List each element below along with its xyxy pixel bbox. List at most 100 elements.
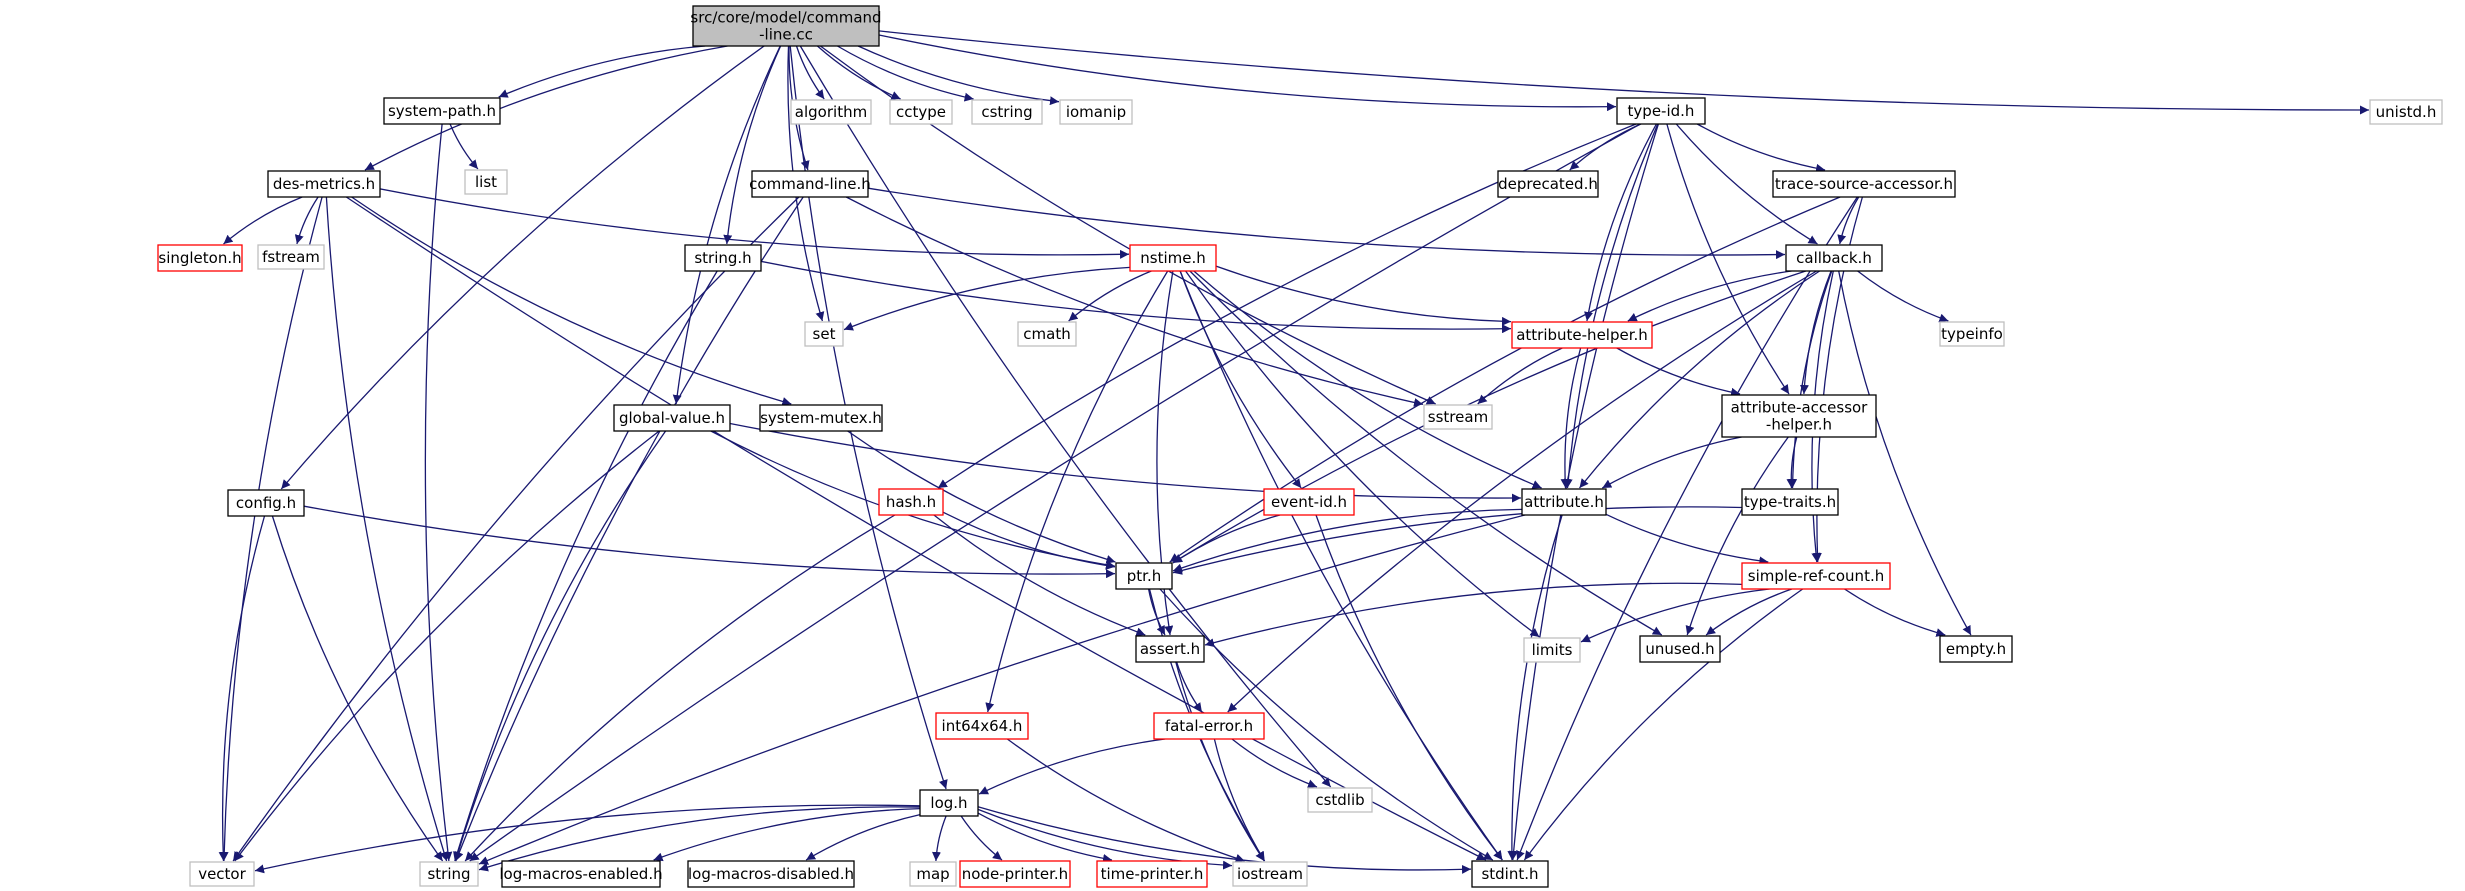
edge-callback-to-empty: [1838, 270, 1972, 636]
node-stdint[interactable]: stdint.h: [1471, 860, 1549, 888]
node-box: [1939, 635, 2013, 663]
node-nstime[interactable]: nstime.h: [1129, 244, 1217, 272]
node-box: [1741, 562, 1891, 590]
node-box: [613, 404, 731, 432]
node-label: log.h: [930, 794, 967, 812]
node-label: assert.h: [1140, 640, 1200, 658]
node-fstream[interactable]: fstream: [257, 244, 325, 270]
node-config[interactable]: config.h: [227, 489, 305, 517]
edge-global-value-to-vector: [234, 430, 660, 862]
node-empty[interactable]: empty.h: [1939, 635, 2013, 663]
node-log-macros-disabled[interactable]: log-macros-disabled.h: [687, 860, 855, 888]
node-string[interactable]: string: [419, 861, 479, 887]
node-cmath[interactable]: cmath: [1017, 321, 1077, 347]
edge-type-id-to-stdint: [1509, 123, 1660, 861]
edge-log-to-vector: [254, 804, 921, 874]
edge-system-mutex-to-ptr: [847, 430, 1116, 564]
node-event-id[interactable]: event-id.h: [1263, 488, 1355, 516]
edge-root-to-system-path: [498, 45, 706, 98]
node-vector[interactable]: vector: [189, 861, 255, 887]
node-label: cmath: [1023, 325, 1070, 343]
node-label: string: [427, 865, 470, 883]
node-system-path[interactable]: system-path.h: [383, 97, 501, 125]
edge-nstime-to-limits: [1185, 270, 1540, 638]
node-label: iomanip: [1066, 103, 1126, 121]
edge-attribute-to-ptr: [1172, 508, 1523, 573]
edge-fatal-error-to-log: [978, 738, 1166, 795]
node-box: [790, 99, 872, 125]
node-box: [1511, 321, 1653, 349]
node-cctype[interactable]: cctype: [889, 99, 953, 125]
node-singleton[interactable]: singleton.h: [157, 244, 243, 272]
node-type-traits[interactable]: type-traits.h: [1741, 488, 1839, 516]
node-iomanip[interactable]: iomanip: [1059, 99, 1133, 125]
node-sstream[interactable]: sstream: [1423, 404, 1493, 430]
node-node-printer[interactable]: node-printer.h: [959, 860, 1071, 888]
node-log-macros-enabled[interactable]: log-macros-enabled.h: [499, 860, 663, 888]
node-global-value[interactable]: global-value.h: [613, 404, 731, 432]
edge-string-h-to-string: [453, 270, 718, 862]
node-attribute-helper[interactable]: attribute-helper.h: [1511, 321, 1653, 349]
edge-simple-ref-to-empty: [1844, 588, 1946, 637]
edge-config-to-ptr: [303, 505, 1116, 579]
node-box: [1059, 99, 1133, 125]
node-deprecated[interactable]: deprecated.h: [1497, 170, 1599, 198]
node-int64x64[interactable]: int64x64.h: [935, 712, 1029, 740]
node-attr-accessor[interactable]: attribute-accessor-helper.h: [1721, 394, 1877, 438]
edge-callback-to-typeinfo: [1857, 270, 1949, 323]
node-callback[interactable]: callback.h: [1785, 244, 1883, 272]
node-string-h[interactable]: string.h: [684, 244, 762, 272]
edge-string-h-to-attribute-helper: [760, 260, 1512, 334]
node-cstring[interactable]: cstring: [971, 99, 1043, 125]
edge-event-id-to-stdint: [1315, 514, 1503, 861]
node-list[interactable]: list: [464, 169, 508, 195]
node-attribute[interactable]: attribute.h: [1521, 488, 1607, 516]
node-trace-source[interactable]: trace-source-accessor.h: [1772, 170, 1956, 198]
edge-root-to-algorithm: [795, 45, 825, 100]
node-label: attribute-accessor: [1731, 399, 1869, 417]
node-log[interactable]: log.h: [919, 789, 979, 817]
edge-command-line-h-to-string: [454, 196, 804, 862]
node-box: [1135, 635, 1205, 663]
edge-type-id-to-string: [469, 123, 1641, 862]
node-time-printer[interactable]: time-printer.h: [1096, 860, 1208, 888]
edge-root-to-global-value: [672, 45, 781, 405]
node-cstdlib[interactable]: cstdlib: [1307, 787, 1373, 813]
edge-type-id-to-attribute-helper: [1584, 123, 1657, 322]
node-label: type-id.h: [1628, 102, 1695, 120]
node-label: int64x64.h: [942, 717, 1023, 735]
node-box: [1939, 321, 2005, 347]
node-ptr[interactable]: ptr.h: [1115, 562, 1173, 590]
node-root[interactable]: src/core/model/command-line.cc: [690, 5, 882, 47]
node-limits[interactable]: limits: [1523, 637, 1581, 663]
node-type-id[interactable]: type-id.h: [1616, 97, 1706, 125]
node-fatal-error[interactable]: fatal-error.h: [1153, 712, 1265, 740]
node-label: simple-ref-count.h: [1748, 567, 1884, 585]
node-typeinfo[interactable]: typeinfo: [1939, 321, 2005, 347]
node-unused[interactable]: unused.h: [1639, 635, 1721, 663]
node-hash[interactable]: hash.h: [878, 488, 944, 516]
node-command-line-h[interactable]: command-line.h: [749, 170, 871, 198]
node-box: [804, 321, 844, 347]
node-box: [919, 789, 979, 817]
edge-config-to-vector: [218, 515, 266, 862]
node-map[interactable]: map: [909, 861, 957, 887]
node-unistd[interactable]: unistd.h: [2369, 99, 2443, 125]
node-label: algorithm: [795, 103, 867, 121]
node-system-mutex[interactable]: system-mutex.h: [759, 404, 883, 432]
node-box: [1471, 860, 1549, 888]
node-iostream[interactable]: iostream: [1232, 861, 1308, 887]
edge-des-metrics-to-fstream: [294, 196, 319, 245]
node-algorithm[interactable]: algorithm: [790, 99, 872, 125]
node-box: [464, 169, 508, 195]
node-des-metrics[interactable]: des-metrics.h: [267, 170, 381, 198]
node-box: [267, 170, 381, 198]
node-set[interactable]: set: [804, 321, 844, 347]
node-assert[interactable]: assert.h: [1135, 635, 1205, 663]
edge-log-to-time-printer: [977, 812, 1113, 863]
node-label: fstream: [262, 248, 320, 266]
edge-attribute-helper-to-attr-accessor: [1616, 347, 1741, 397]
node-simple-ref[interactable]: simple-ref-count.h: [1741, 562, 1891, 590]
edge-log-to-log-macros-disabled: [805, 813, 921, 861]
